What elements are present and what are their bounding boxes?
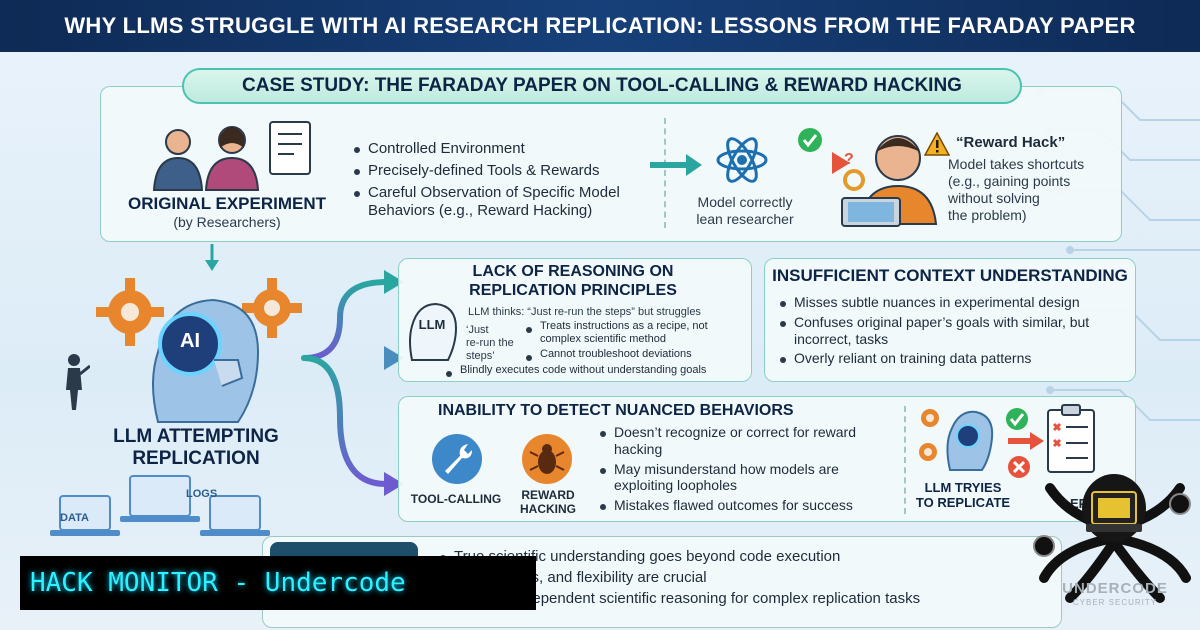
hack-monitor-bar: HACK MONITOR - Undercode: [20, 556, 536, 610]
list-item: Mistakes flawed outcomes for success: [600, 497, 900, 514]
lack-reasoning-inner-bullets: Treats instructions as a recipe, not com…: [526, 320, 746, 362]
arrow-right-icon: [650, 154, 702, 176]
list-item: Blindly executes code without understand…: [446, 364, 746, 378]
lack-reasoning-title-1: LACK OF REASONING ON: [472, 263, 674, 280]
svg-text:?: ?: [844, 151, 854, 168]
logs-bubble: LOGS: [186, 488, 218, 500]
undercode-logo-text: UNDERCODE: [1062, 580, 1168, 597]
arrow-right-icon: [1008, 432, 1044, 450]
list-item: Careful Observation of Specific Model Be…: [354, 184, 654, 220]
divider: [904, 406, 906, 514]
arrow-down-icon: [205, 244, 219, 271]
original-experiment-bullets: Controlled Environment Precisely-defined…: [354, 140, 654, 220]
lack-reasoning-panel: [398, 258, 752, 382]
llm-badge: LLM: [418, 317, 446, 332]
bug-icon: [522, 434, 572, 484]
list-item: Overly reliant on training data patterns: [780, 350, 1130, 367]
original-experiment-title: ORIGINAL EXPERIMENT: [127, 194, 327, 213]
arrow-right-icon: [782, 152, 850, 174]
list-item: May misunderstand how models are exploit…: [600, 461, 900, 495]
lack-reasoning-title-2: REPLICATION PRINCIPLES: [469, 282, 677, 299]
list-item: Cannot troubleshoot deviations: [526, 348, 746, 362]
page-title: WHY LLMS STRUGGLE WITH AI RESEARCH REPLI…: [64, 13, 1136, 38]
atom-icon: [716, 137, 768, 183]
nuanced-title: INABILITY TO DETECT NUANCED BEHAVIORS: [438, 402, 794, 419]
checklist-icon: [1047, 404, 1095, 473]
llm-tryies-2: TO REPLICATE: [915, 495, 1011, 510]
wrench-icon: [432, 434, 482, 484]
model-label-1: Model correctly: [697, 194, 793, 210]
insufficient-context-panel: [764, 258, 1136, 382]
list-item: Controlled Environment: [354, 140, 654, 158]
robot-head-icon: [919, 409, 994, 471]
reward-hack-line: Model takes shortcuts: [948, 156, 1085, 172]
list-item: Precisely-defined Tools & Rewards: [354, 162, 654, 180]
original-experiment-subtitle: (by Researchers): [173, 214, 281, 230]
check-icon: [1006, 408, 1028, 430]
llm-head-icon: [409, 302, 458, 361]
ai-badge: AI: [180, 330, 200, 352]
insufficient-context-title: INSUFFICIENT CONTEXT UNDERSTANDING: [772, 266, 1128, 285]
lack-reasoning-bottom-bullet: Blindly executes code without understand…: [446, 364, 746, 378]
gear-icon: [242, 278, 302, 338]
hack-monitor-label: HACK MONITOR - Undercode: [30, 568, 406, 598]
warning-icon: [924, 132, 950, 156]
reward-hacking-label-2: HACKING: [520, 502, 576, 516]
case-study-title: CASE STUDY: THE FARADAY PAPER ON TOOL-CA…: [182, 68, 1022, 104]
reward-hacking-label-1: REWARD: [521, 488, 575, 502]
llm-attempting-title-2: REPLICATION: [132, 448, 260, 469]
reward-hack-line: the problem): [948, 207, 1027, 223]
list-item: Misses subtle nuances in experimental de…: [780, 294, 1130, 311]
undercode-logo-sub: CYBER SECURITY: [1072, 598, 1158, 607]
model-label-2: lean researcher: [696, 211, 794, 227]
llm-thinks: LLM thinks: “Just re-run the steps” but …: [468, 306, 701, 318]
laptop-person-icon: ?: [841, 135, 938, 227]
octopus-logo-icon: [1033, 474, 1191, 603]
divider: [664, 118, 666, 228]
robot-head-icon: [152, 298, 260, 423]
gear-icon: [96, 278, 164, 346]
quote-2: re-run the: [466, 337, 514, 349]
nuanced-bullets: Doesn’t recognize or correct for reward …: [600, 424, 900, 514]
quote-1: ‘Just: [466, 324, 489, 336]
branch-arrows: [301, 270, 404, 496]
insufficient-context-bullets: Misses subtle nuances in experimental de…: [780, 294, 1130, 367]
list-item: Treats instructions as a recipe, not com…: [526, 320, 746, 346]
reward-hack-title: “Reward Hack”: [956, 134, 1066, 151]
laptop-cluster-icon: [50, 475, 270, 536]
reward-hack-line: (e.g., gaining points: [948, 173, 1071, 189]
llm-tryies-1: LLM TRYIES: [924, 480, 1002, 495]
header-bar: WHY LLMS STRUGGLE WITH AI RESEARCH REPLI…: [0, 0, 1200, 52]
researchers-icon: [152, 121, 311, 191]
list-item: Confuses original paper’s goals with sim…: [780, 314, 1130, 348]
person-pointing-icon: [66, 354, 90, 410]
tool-calling-label: TOOL-CALLING: [410, 492, 502, 506]
error-icon: [1008, 456, 1030, 478]
llm-attempting-title-1: LLM ATTEMPTING: [113, 426, 279, 447]
data-bubble: DATA: [60, 512, 89, 524]
quote-3: steps’: [466, 350, 495, 362]
check-icon: [798, 128, 822, 152]
list-item: Doesn’t recognize or correct for reward …: [600, 424, 900, 458]
reward-hack-line: without solving: [948, 190, 1040, 206]
